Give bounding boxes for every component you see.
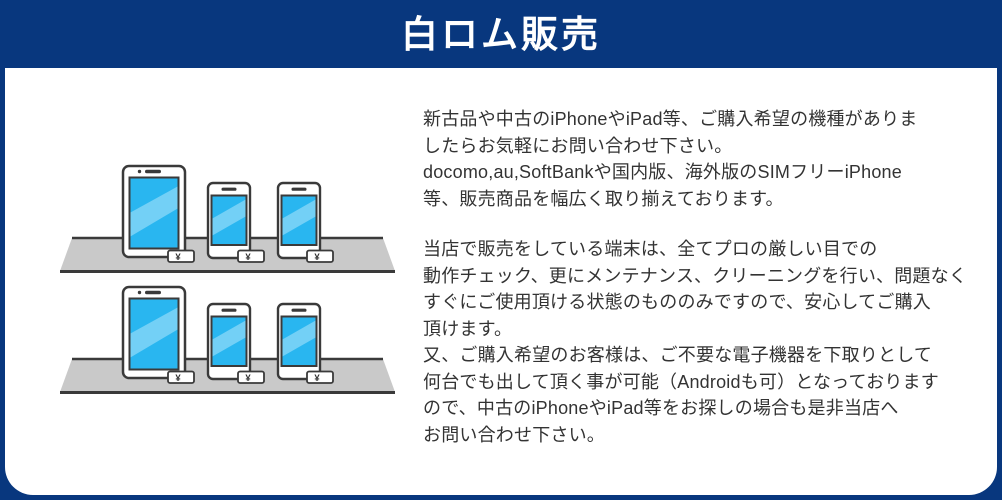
camera-dot-icon — [137, 290, 142, 295]
speaker-bar-icon — [145, 290, 161, 295]
speaker-bar-icon — [291, 308, 307, 312]
speaker-bar-icon — [291, 187, 307, 191]
yen-symbol: ¥ — [314, 252, 320, 263]
price-tag: ¥ — [167, 249, 195, 263]
speaker-bar-icon — [145, 169, 161, 174]
yen-symbol: ¥ — [175, 373, 181, 384]
description-text-column: 新古品や中古のiPhoneやiPad等、ご購入希望の機種がありま したらお気軽に… — [423, 106, 989, 472]
yen-symbol: ¥ — [245, 252, 251, 263]
price-tag: ¥ — [237, 370, 265, 384]
shelf-row-2: ¥ ¥ ¥ — [60, 285, 395, 394]
intro-paragraph: 新古品や中古のiPhoneやiPad等、ご購入希望の機種がありま したらお気軽に… — [423, 109, 918, 209]
tablet-illustration — [121, 285, 187, 380]
price-tag: ¥ — [237, 249, 265, 263]
page-header: 白ロム販売 — [0, 0, 1002, 68]
details-paragraph: 当店で販売をしている端末は、全てプロの厳しい目での 動作チェック、更にメンテナン… — [423, 239, 968, 445]
price-tag: ¥ — [306, 370, 334, 384]
speaker-bar-icon — [221, 187, 237, 191]
devices-illustration: ¥ ¥ ¥ — [60, 164, 395, 394]
tablet-illustration — [121, 164, 187, 259]
page-title: 白ロム販売 — [401, 13, 601, 55]
content-panel: ¥ ¥ ¥ — [5, 68, 997, 495]
phone-illustration — [206, 181, 252, 260]
phone-illustration — [276, 302, 322, 381]
yen-symbol: ¥ — [314, 373, 320, 384]
price-tag: ¥ — [167, 370, 195, 384]
yen-symbol: ¥ — [175, 252, 181, 263]
price-tag: ¥ — [306, 249, 334, 263]
yen-symbol: ¥ — [245, 373, 251, 384]
phone-illustration — [276, 181, 322, 260]
camera-dot-icon — [137, 169, 142, 174]
speaker-bar-icon — [221, 308, 237, 312]
shelf-row-1: ¥ ¥ ¥ — [60, 164, 395, 273]
phone-illustration — [206, 302, 252, 381]
